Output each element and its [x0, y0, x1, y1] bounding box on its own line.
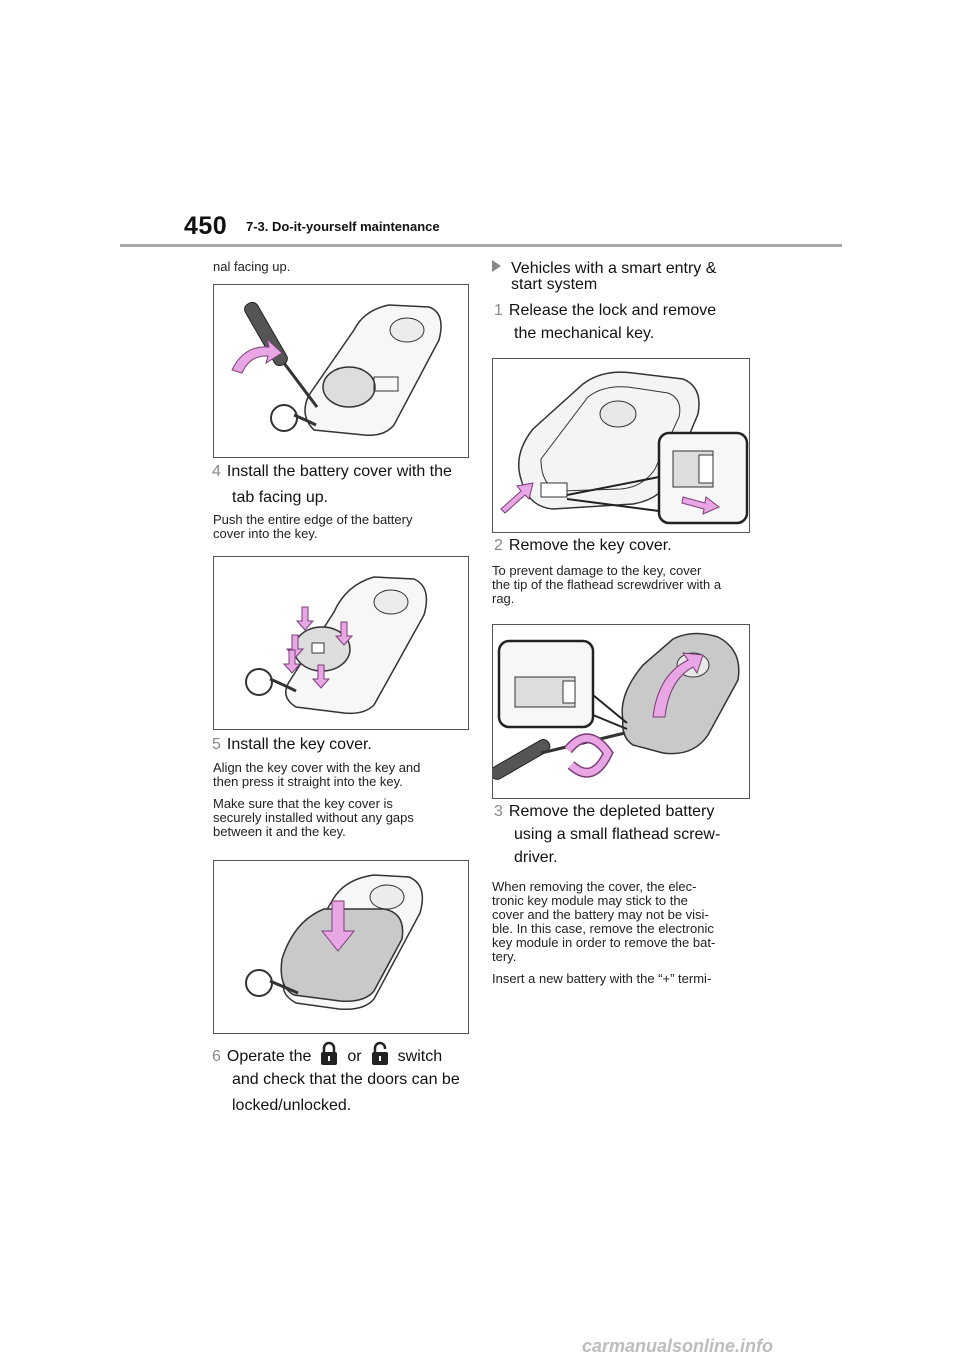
r-step2-note3: rag. [492, 591, 515, 606]
r-para1-line4: ble. In this case, remove the electronic [492, 921, 714, 936]
page-number: 450 [184, 212, 228, 240]
r-para1-line5: key module in order to remove the bat- [492, 935, 716, 950]
heading-smart-entry: Vehicles with a smart entry & [492, 256, 716, 282]
step6-pre: Operate the [226, 1048, 312, 1065]
heading-line2: start system [511, 276, 598, 293]
r-para1-line2: tronic key module may stick to the [492, 893, 688, 908]
r-para1-line6: tery. [492, 949, 517, 964]
r-step3-line2: using a small flathead screw- [514, 826, 721, 843]
step4-number: 4 [212, 463, 221, 480]
figure-battery-cover [213, 556, 469, 730]
step4-title-line2: tab facing up. [232, 489, 329, 506]
step5-note1-line1: Align the key cover with the key and [213, 760, 421, 775]
r-step2-number: 2 [494, 537, 503, 554]
r-para1-line1: When removing the cover, the elec- [492, 879, 697, 894]
figure-pry-key-cover [492, 624, 750, 799]
step4-note-line2: cover into the key. [213, 526, 318, 541]
step4-title-line1: Install the battery cover with the [226, 463, 452, 480]
unlock-icon [370, 1041, 390, 1067]
r-step3-line1: Remove the depleted battery [508, 803, 715, 820]
step5-note2-line1: Make sure that the key cover is [213, 796, 393, 811]
header-rule [120, 244, 842, 247]
step4-title: 4 Install the battery cover with the [212, 459, 452, 485]
r-step1-title: 1 Release the lock and remove [494, 298, 717, 324]
step6-line1: 6 Operate the or switch [212, 1041, 443, 1070]
figure-key-cover-install [213, 860, 469, 1034]
step5-note1-line2: then press it straight into the key. [213, 774, 403, 789]
intro-text: nal facing up. [213, 259, 291, 274]
step5-title: 5 Install the key cover. [212, 732, 372, 758]
lock-icon [319, 1041, 339, 1067]
r-para2-line1: Insert a new battery with the “+” termi- [492, 971, 712, 986]
watermark: carmanualsonline.info [582, 1336, 774, 1356]
r-step2-note1: To prevent damage to the key, cover [492, 563, 702, 578]
triangle-bullet-icon [492, 260, 501, 272]
step6-line3: locked/unlocked. [232, 1097, 352, 1114]
step6-post: switch [397, 1048, 443, 1065]
r-step3-title: 3 Remove the depleted battery [494, 799, 715, 825]
step6-or: or [347, 1048, 362, 1065]
step5-note2-line2: securely installed without any gaps [213, 810, 414, 825]
step5-note2-line3: between it and the key. [213, 824, 346, 839]
figure-battery-removal [213, 284, 469, 458]
figure-release-lock [492, 358, 750, 533]
r-step2-text: Remove the key cover. [508, 537, 672, 554]
r-step1-line2: the mechanical key. [514, 325, 655, 342]
r-step2-note2: the tip of the flathead screwdriver with… [492, 577, 722, 592]
section-title: 7-3. Do-it-yourself maintenance [246, 219, 440, 234]
r-step3-line3: driver. [514, 849, 558, 866]
step6-line2: and check that the doors can be [232, 1071, 460, 1088]
r-step1-line1: Release the lock and remove [508, 302, 717, 319]
step5-number: 5 [212, 736, 221, 753]
r-para1-line3: cover and the battery may not be visi- [492, 907, 709, 922]
r-step1-number: 1 [494, 302, 503, 319]
step5-title-text: Install the key cover. [226, 736, 372, 753]
r-step2-title: 2 Remove the key cover. [494, 533, 672, 559]
step4-note-line1: Push the entire edge of the battery [213, 512, 413, 527]
r-step3-number: 3 [494, 803, 503, 820]
step6-number: 6 [212, 1048, 221, 1065]
heading-line1: Vehicles with a smart entry & [511, 260, 717, 277]
